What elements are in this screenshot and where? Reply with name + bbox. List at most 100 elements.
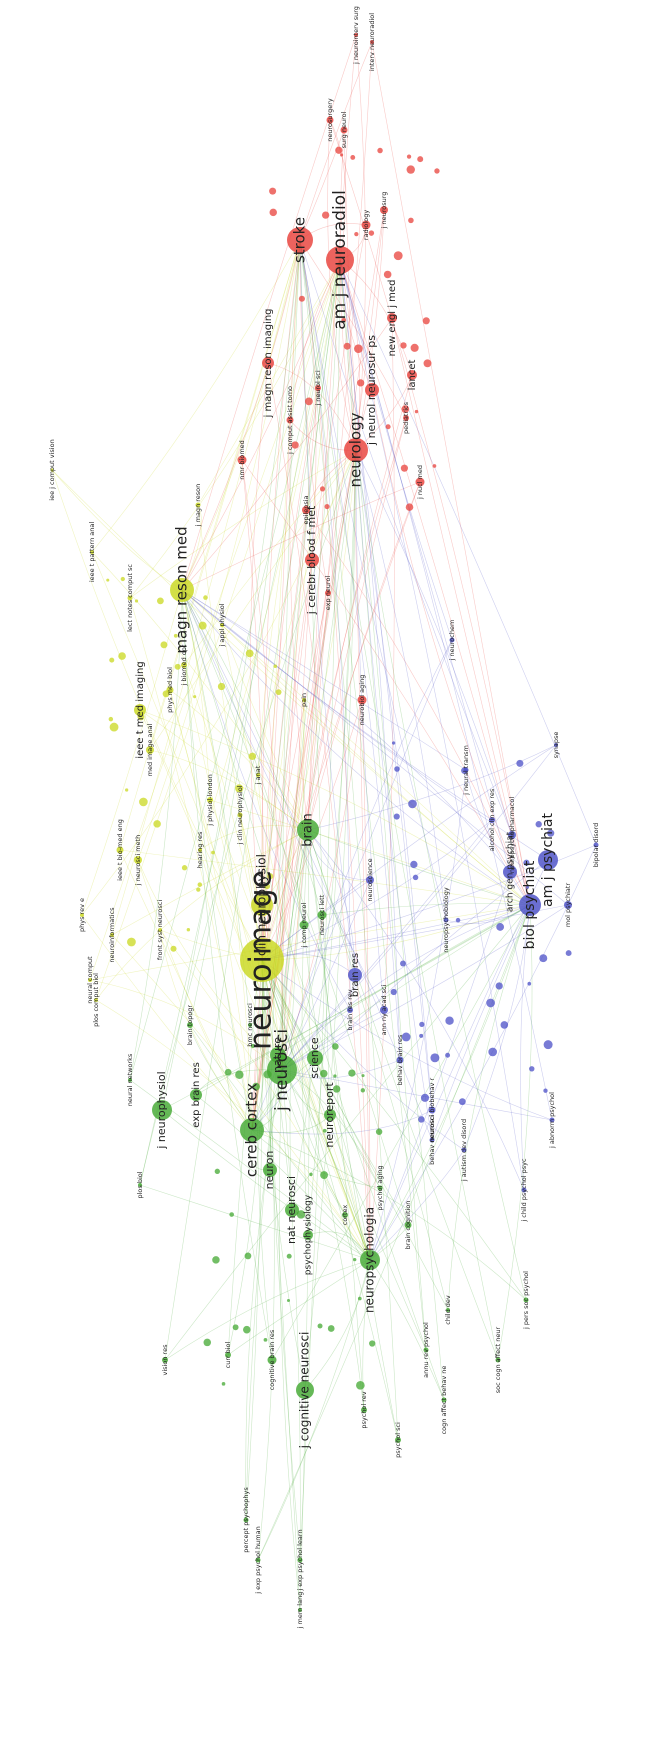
node-neuroreport[interactable] <box>324 1109 336 1121</box>
node-mol-psychiatr[interactable] <box>564 901 572 909</box>
node-neuron[interactable] <box>263 1163 277 1177</box>
node-percept-psychophys[interactable] <box>243 1517 249 1523</box>
node-new-engl-j-med[interactable] <box>387 313 397 323</box>
node-neurosci-biobehav-r[interactable] <box>428 1106 436 1114</box>
node-exp-neurol[interactable] <box>325 590 331 596</box>
node-neuroimage[interactable] <box>240 938 284 982</box>
node-neuropsychobiology[interactable] <box>443 917 449 923</box>
node-hearing-res[interactable] <box>198 848 202 852</box>
node-j-mem-lang[interactable] <box>298 1608 302 1612</box>
node-j-neurointerv-surg[interactable] <box>354 33 358 37</box>
node-cogn-affect-behav-ne[interactable] <box>441 1397 447 1403</box>
node-clin-neurophysiol[interactable] <box>251 894 273 916</box>
node-science[interactable] <box>307 1050 323 1066</box>
node-am-j-psychiat[interactable] <box>538 850 558 870</box>
node-j-autism-dev-disord[interactable] <box>461 1147 467 1153</box>
node-j-biomed-opt[interactable] <box>181 662 187 668</box>
node-j-pers-soc-psychol[interactable] <box>523 1297 529 1303</box>
node-behav-neurosci[interactable] <box>429 1137 435 1143</box>
node-neurology[interactable] <box>344 438 368 462</box>
node-magn-reson-med[interactable] <box>170 578 194 602</box>
node-brain[interactable] <box>297 819 319 841</box>
node-alcohol-clin-exp-res[interactable] <box>489 817 495 823</box>
node-nature[interactable] <box>270 1047 286 1063</box>
node-surg-neurol[interactable] <box>340 126 348 134</box>
node-j-neurol-sci[interactable] <box>315 385 321 391</box>
node-j-neural-transm[interactable] <box>463 767 469 773</box>
node-neural-comput[interactable] <box>88 978 92 982</box>
node-brain-res-rev[interactable] <box>347 1007 353 1013</box>
node-exp-brain-res[interactable] <box>190 1089 202 1101</box>
node-cognitive-brain-res[interactable] <box>267 1355 277 1365</box>
node-j-comp-neurol[interactable] <box>299 920 309 930</box>
node-neuroinformatics[interactable] <box>110 933 114 937</box>
node-j-cognitive-neurosci[interactable] <box>296 1381 314 1399</box>
node-psychol-rev[interactable] <box>361 1407 367 1413</box>
node-j-appl-physiol[interactable] <box>220 623 224 627</box>
node-j-neurochem[interactable] <box>449 637 455 643</box>
node-j-neurophysiol[interactable] <box>152 1100 172 1120</box>
node-synapse[interactable] <box>554 743 558 747</box>
node-radiology[interactable] <box>361 220 371 230</box>
node-cereb-cortex[interactable] <box>240 1118 264 1142</box>
node-psychophysiology[interactable] <box>303 1230 313 1240</box>
node-arch-gen-psychiat[interactable] <box>503 865 517 879</box>
node-pediatrics[interactable] <box>403 415 409 421</box>
node-vision-res[interactable] <box>162 1357 168 1363</box>
node-j-cerebr-blood-f-met[interactable] <box>305 553 319 567</box>
node-behav-brain-res[interactable] <box>396 1056 404 1064</box>
node-j-physiol-london[interactable] <box>207 797 213 803</box>
node-interv-neuroradiol[interactable] <box>370 40 374 44</box>
node-med-image-anal[interactable] <box>146 746 154 754</box>
node-plos-biol[interactable] <box>138 1183 142 1187</box>
node-brain-topogr[interactable] <box>187 1022 193 1028</box>
node-ann-ny-acad-sci[interactable] <box>380 1006 388 1014</box>
node-bmc-neurosci[interactable] <box>248 1023 252 1027</box>
node-j-exp-psychol-human[interactable] <box>255 1557 261 1563</box>
node-phys-rev-e[interactable] <box>80 913 84 917</box>
node-biol-psychiat[interactable] <box>519 894 541 916</box>
node-am-j-neuroradiol[interactable] <box>326 246 354 274</box>
node-j-nucl-med[interactable] <box>415 477 425 487</box>
node-iee-j-comput-vision[interactable] <box>50 468 54 472</box>
node-neural-networks[interactable] <box>128 1078 132 1082</box>
node-psychol-sci[interactable] <box>395 1437 401 1443</box>
node-neuropsychologia[interactable] <box>360 1250 380 1270</box>
node-lancet[interactable] <box>407 370 417 380</box>
node-j-abnorm-psychol[interactable] <box>549 1117 555 1123</box>
node-neuroscience[interactable] <box>366 876 374 884</box>
node-annu-rev-psychol[interactable] <box>423 1347 429 1353</box>
node-epilepsia[interactable] <box>302 506 310 514</box>
node-j-comput-assist-tomo[interactable] <box>286 416 294 424</box>
node-ieee-t-pattern-anal[interactable] <box>90 550 94 554</box>
node-j-magn-reson[interactable] <box>195 502 201 508</box>
node-ieee-t-med-imaging[interactable] <box>134 704 146 716</box>
node-plos-comput-biol[interactable] <box>94 998 98 1002</box>
node-neurobiol-aging[interactable] <box>357 695 367 705</box>
node-j-exp-psychol-learn[interactable] <box>297 1557 303 1563</box>
node-curr-biol[interactable] <box>225 1352 231 1358</box>
node-lect-notes-comput-sc[interactable] <box>127 595 133 601</box>
node-j-neurol-neurosur-ps[interactable] <box>365 383 379 397</box>
node-j-neurosci-meth[interactable] <box>134 856 142 864</box>
node-neurosurgery[interactable] <box>326 116 334 124</box>
node-bipolar-disord[interactable] <box>593 842 599 848</box>
node-neurosci-lett[interactable] <box>317 910 327 920</box>
node-j-clin-neurophysiol[interactable] <box>237 812 243 818</box>
node-psychol-aging[interactable] <box>377 1185 383 1191</box>
node-pain[interactable] <box>302 698 306 702</box>
node-ieee-t-bio-med-eng[interactable] <box>116 846 124 854</box>
node-j-neurosci[interactable] <box>267 1055 297 1085</box>
node-front-syst-neurosci[interactable] <box>158 928 162 932</box>
node-nat-neurosci[interactable] <box>285 1203 299 1217</box>
node-j-anat[interactable] <box>256 773 260 777</box>
node-nmr-biomed[interactable] <box>237 455 247 465</box>
node-cortex[interactable] <box>342 1212 348 1218</box>
node-phys-med-biol[interactable] <box>166 686 174 694</box>
node-soc-cogn-affect-neur[interactable] <box>495 1357 501 1363</box>
node-stroke[interactable] <box>287 227 313 253</box>
node-child-dev[interactable] <box>446 1308 450 1312</box>
node-neuropsychopharmacol[interactable] <box>508 831 516 839</box>
node-j-child-psychol-psyc[interactable] <box>521 1187 527 1193</box>
node-brain-cognition[interactable] <box>404 1221 412 1229</box>
